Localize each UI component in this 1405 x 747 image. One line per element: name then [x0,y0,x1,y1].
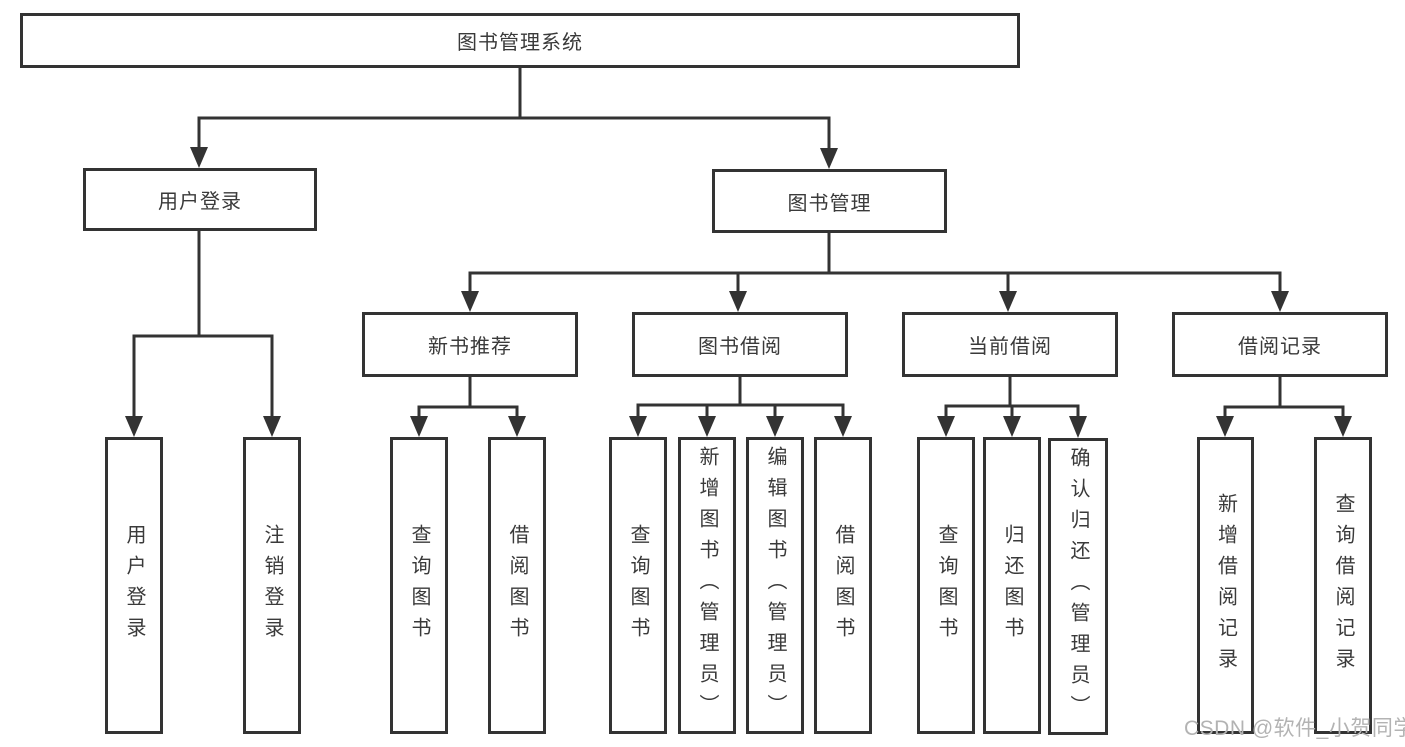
leaf-newbooks-borrow-books-label: 借阅图书 [506,523,528,648]
arrowhead-current-confirm [1069,416,1087,438]
arrowhead-user-login [190,147,208,168]
leaf-newbooks-borrow-books: 借阅图书 [488,437,546,734]
leaf-borrow-query-books-label: 查询图书 [627,523,649,648]
node-book-management-label: 图书管理 [787,192,872,215]
arrowhead-borrow-borrow [834,416,852,437]
leaf-logout-label: 注销登录 [261,523,283,648]
arrowhead-newbooks-query [410,416,428,437]
connector-records-to-leaves [1223,375,1345,421]
leaf-newbooks-query-books-label: 查询图书 [408,523,430,648]
connector-currentborrow-to-leaves [944,375,1080,421]
leaf-borrow-edit-books-admin: 编辑图书（管理员） [746,437,804,734]
leaf-borrow-add-books-admin: 新增图书（管理员） [678,437,736,734]
leaf-borrow-borrow-books-label: 借阅图书 [832,523,854,648]
leaf-newbooks-query-books: 查询图书 [390,437,448,734]
csdn-watermark: CSDN @软件_小贺同学 [1184,717,1405,740]
leaf-borrow-borrow-books: 借阅图书 [814,437,872,734]
node-borrow-records-label: 借阅记录 [1238,336,1322,358]
connector-root-to-level2 [197,66,831,153]
leaf-user-login: 用户登录 [105,437,163,734]
leaf-records-query-record-label: 查询借阅记录 [1332,492,1354,679]
arrowhead-book-borrow [729,291,747,312]
arrowhead-book-management [820,148,838,169]
leaf-records-add-record: 新增借阅记录 [1197,437,1254,734]
connector-bookmgmt-to-level3 [468,231,1282,295]
node-book-borrow: 图书借阅 [632,312,848,377]
connector-bookborrow-to-leaves [636,375,845,421]
arrowhead-new-book-recommend [461,291,479,312]
node-new-book-recommend: 新书推荐 [362,312,578,377]
node-current-borrow-label: 当前借阅 [968,336,1052,358]
leaf-records-add-record-label: 新增借阅记录 [1214,492,1237,679]
node-root-label: 图书管理系统 [457,32,583,54]
leaf-current-query-books-label: 查询图书 [935,523,957,648]
arrowhead-leaf-logout [263,416,281,437]
arrowhead-current-return [1003,416,1021,437]
arrowhead-newbooks-borrow [508,416,526,437]
arrowhead-current-borrow [999,291,1017,312]
arrowhead-borrow-edit [766,416,784,437]
connector-userlogin-to-leaves [132,229,274,421]
leaf-current-query-books: 查询图书 [917,437,975,734]
leaf-current-return-books: 归还图书 [983,437,1041,734]
arrowhead-leaf-user-login [125,416,143,437]
arrowhead-borrow-add [698,416,716,437]
node-user-login: 用户登录 [83,168,317,231]
leaf-records-query-record: 查询借阅记录 [1314,437,1372,734]
leaf-current-return-books-label: 归还图书 [1001,523,1023,648]
node-book-borrow-label: 图书借阅 [698,336,782,358]
leaf-borrow-edit-books-admin-label: 编辑图书（管理员） [764,446,786,725]
node-new-book-recommend-label: 新书推荐 [428,336,512,358]
arrowhead-borrow-records [1271,291,1289,312]
leaf-borrow-add-books-admin-label: 新增图书（管理员） [696,446,718,725]
leaf-current-confirm-return-admin-label: 确认归还（管理员） [1067,447,1089,726]
node-book-management: 图书管理 [712,169,947,233]
leaf-logout: 注销登录 [243,437,301,734]
node-user-login-label: 用户登录 [158,191,242,213]
arrowhead-records-add [1216,416,1234,437]
arrowhead-records-query [1334,416,1352,437]
node-borrow-records: 借阅记录 [1172,312,1388,377]
node-root: 图书管理系统 [20,13,1020,68]
leaf-user-login-label: 用户登录 [123,523,145,648]
arrowhead-borrow-query [629,416,647,437]
leaf-current-confirm-return-admin: 确认归还（管理员） [1048,438,1108,735]
leaf-borrow-query-books: 查询图书 [609,437,667,734]
arrowhead-current-query [937,416,955,437]
node-current-borrow: 当前借阅 [902,312,1118,377]
connector-newbooks-to-leaves [417,375,519,421]
